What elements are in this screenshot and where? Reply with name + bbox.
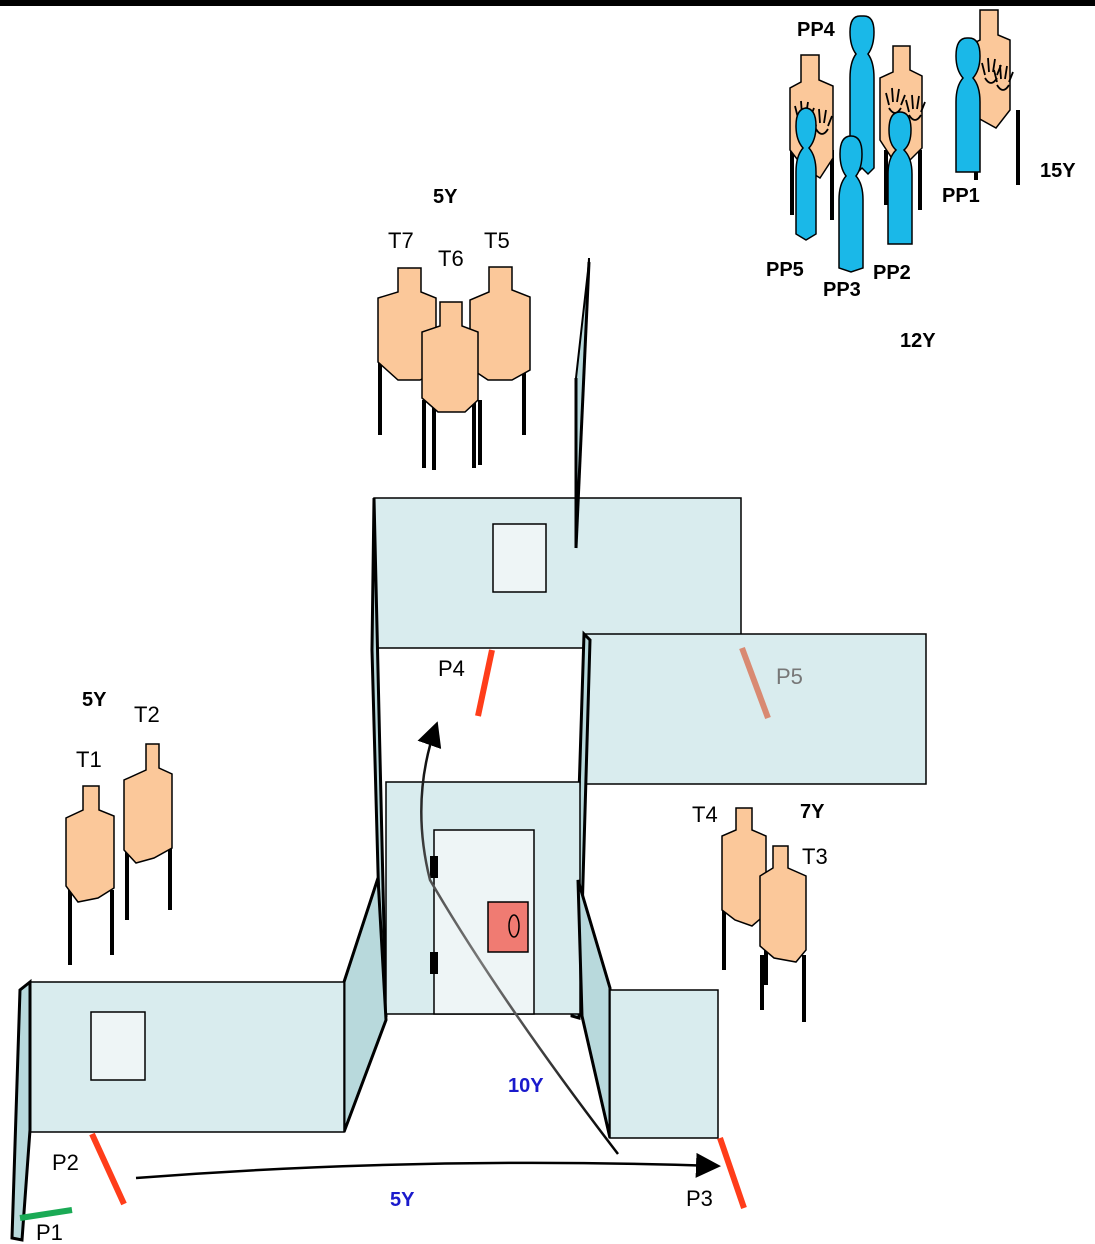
switch-icon [487,901,529,953]
far-left-panel [10,978,32,1242]
lower-left-wall [29,981,345,1133]
move-arrow-p3-p4 [417,721,619,1155]
distance-move-p2-p3: 5Y [390,1189,415,1211]
label-t3: T3 [802,844,828,869]
distance-t1-t2: 5Y [82,689,107,711]
distance-move-p3-p4: 10Y [508,1075,544,1097]
target-t5 [469,266,531,381]
label-pp3: PP3 [823,279,861,301]
top-border [0,0,1095,6]
start-line-p1 [19,1207,73,1221]
target-t3 [759,845,807,963]
door-hinge-bottom [430,952,438,974]
label-t6: T6 [438,246,464,271]
label-p3: P3 [686,1186,713,1211]
target-group-t5-t7: 5Y T7 T6 T5 [377,186,531,470]
label-pp2: PP2 [873,262,911,284]
no-shoot-pp1 [955,37,981,173]
target-group-t1-t2: 5Y T2 T1 [65,689,173,965]
no-shoot-pp4 [849,15,875,176]
label-p5: P5 [776,664,803,689]
target-t4 [721,807,767,927]
label-t7: T7 [388,228,414,253]
label-p2: P2 [52,1150,79,1175]
lower-right-diagonal-panel [576,879,612,1139]
target-t1 [65,785,115,903]
lower-window [90,1011,146,1081]
fault-line-p5 [739,646,771,720]
lower-left-diagonal-panel [342,877,388,1133]
label-t1: T1 [76,747,102,772]
distance-t3-t4: 7Y [800,801,825,823]
lower-right-wall [609,989,719,1139]
distance-12y: 12Y [900,330,936,352]
right-wall-p5 [583,633,927,785]
label-p4: P4 [438,656,465,681]
no-shoot-pp3 [838,135,864,273]
label-t5: T5 [484,228,510,253]
fault-line-p2 [89,1132,127,1206]
target-t2 [123,743,173,864]
fault-line-p3 [717,1137,747,1209]
upper-window [492,523,547,593]
distance-t5-t7: 5Y [433,186,458,208]
no-shoot-pp2 [887,111,913,245]
label-t4: T4 [692,802,718,827]
door-hinge-top [430,856,438,878]
target-group-t3-t4: T4 7Y T3 [692,801,828,1022]
no-shoot-pp5 [795,107,817,241]
no-shoot-group: PP4 PP1 PP5 PP3 PP2 15Y 12Y [766,9,1076,352]
distance-15y: 15Y [1040,160,1076,182]
label-p1: P1 [36,1220,63,1244]
upper-wall [373,497,742,649]
label-t2: T2 [134,702,160,727]
target-t6 [421,301,479,413]
label-pp5: PP5 [766,259,804,281]
label-pp1: PP1 [942,185,980,207]
fault-line-p4 [475,649,495,717]
label-pp4: PP4 [797,19,836,41]
move-arrow-p2-p3 [135,1152,721,1180]
